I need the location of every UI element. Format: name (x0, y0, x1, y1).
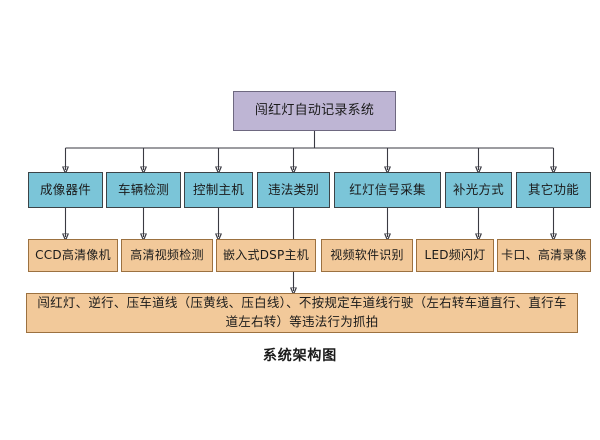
violation-capture-summary-node[interactable]: 闯红灯、逆行、压车道线（压黄线、压白线）、不按规定车道线行驶（左右转车道直行、直… (26, 293, 578, 333)
category-node-control-host[interactable]: 控制主机 (184, 172, 253, 208)
detail-node-led-strobe-light[interactable]: LED频闪灯 (416, 239, 494, 272)
detail-node-embedded-dsp-host[interactable]: 嵌入式DSP主机 (216, 239, 316, 272)
detail-node-ccd-hd-camera[interactable]: CCD高清像机 (28, 239, 118, 272)
category-node-other-functions[interactable]: 其它功能 (516, 172, 591, 208)
detail-node-checkpoint-hd-recording[interactable]: 卡口、高清录像 (497, 239, 591, 272)
category-node-vehicle-detection[interactable]: 车辆检测 (106, 172, 181, 208)
category-node-violation-type[interactable]: 违法类别 (257, 172, 330, 208)
diagram-caption: 系统架构图 (262, 348, 338, 364)
detail-node-hd-video-detection[interactable]: 高清视频检测 (121, 239, 213, 272)
violation-capture-summary-text: 闯红灯、逆行、压车道线（压黄线、压白线）、不按规定车道线行驶（左右转车道直行、直… (37, 295, 567, 329)
detail-node-video-software-recognition[interactable]: 视频软件识别 (321, 239, 413, 272)
category-node-red-light-signal[interactable]: 红灯信号采集 (334, 172, 441, 208)
category-node-imaging-device[interactable]: 成像器件 (28, 172, 103, 208)
category-node-fill-light[interactable]: 补光方式 (445, 172, 512, 208)
root-node-system[interactable]: 闯红灯自动记录系统 (233, 91, 396, 131)
